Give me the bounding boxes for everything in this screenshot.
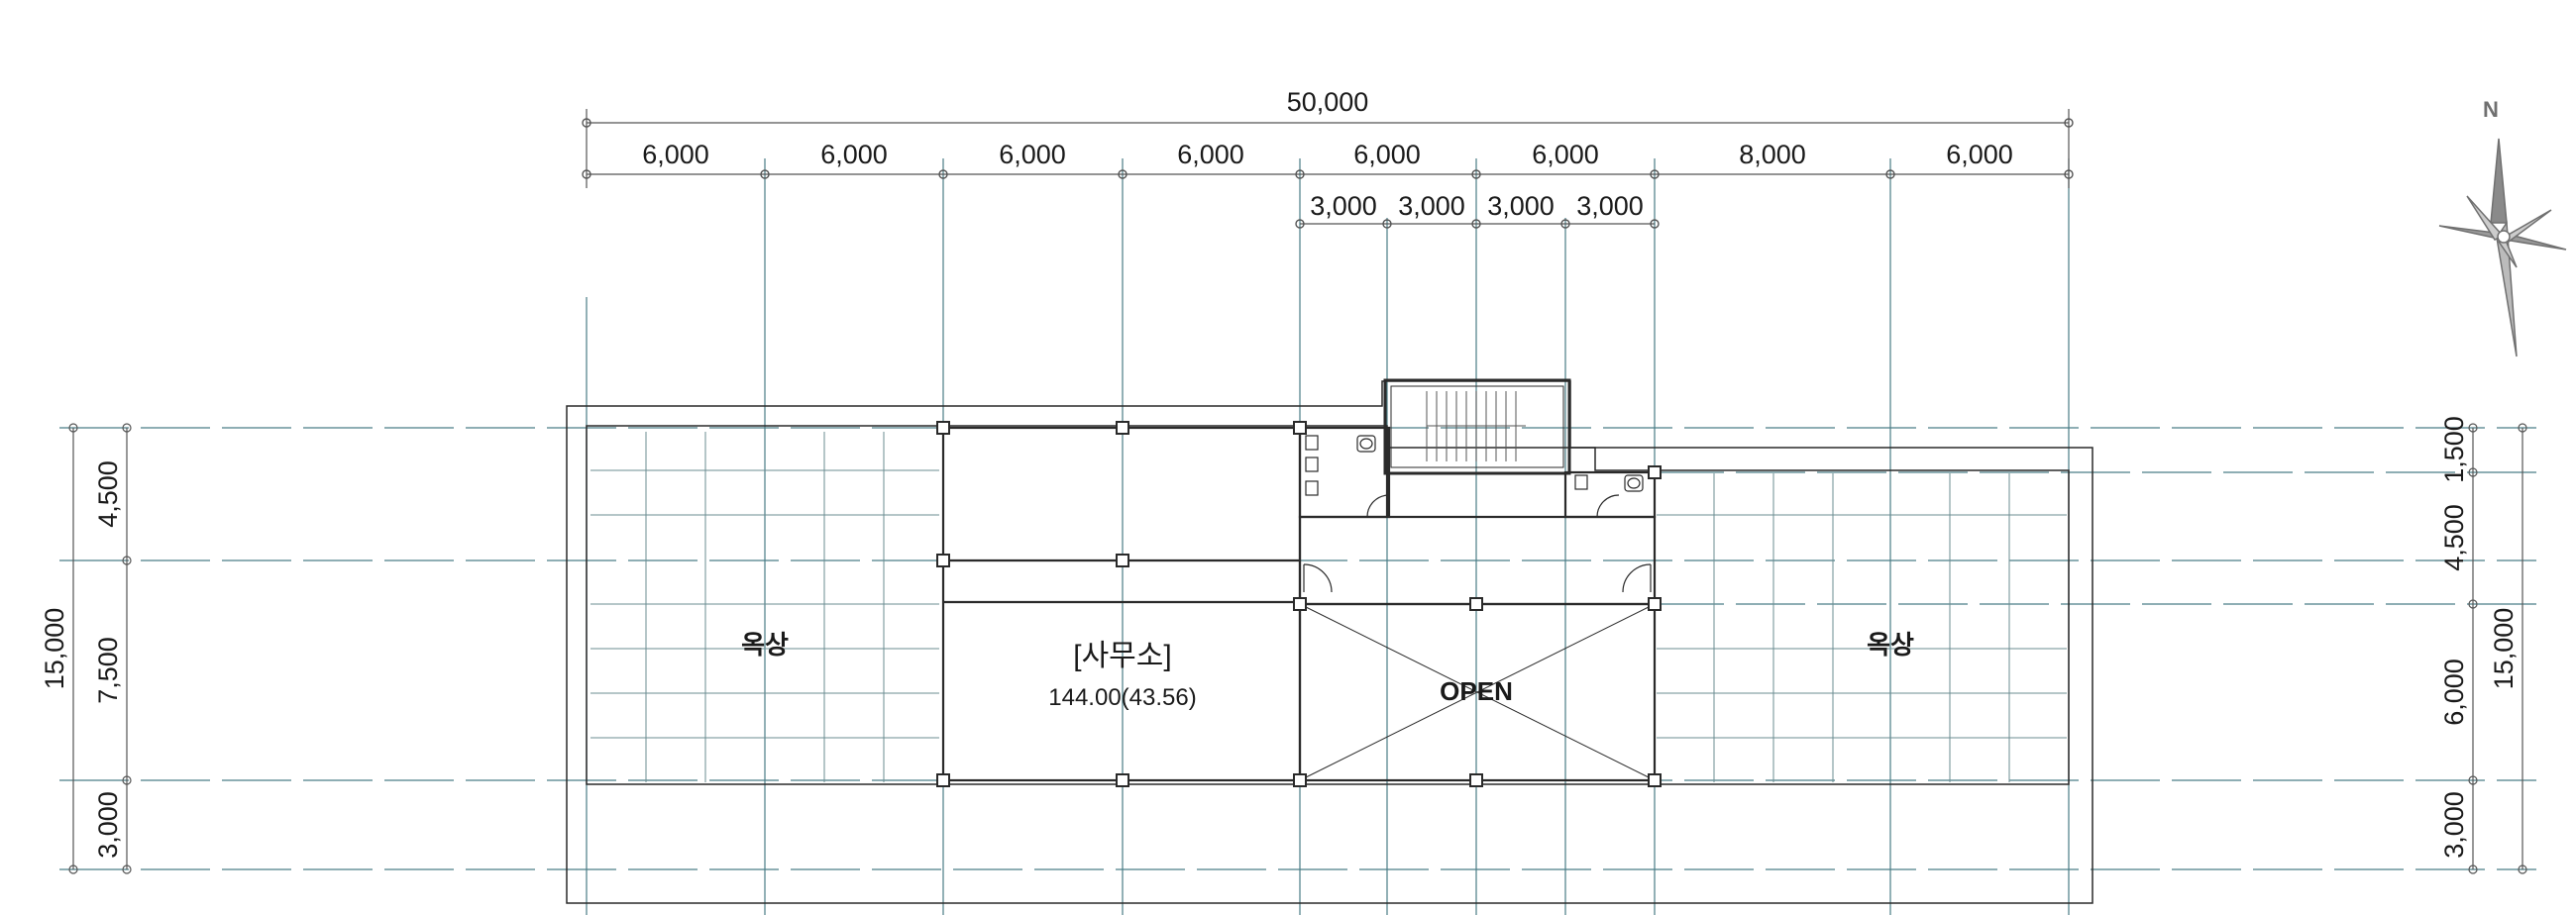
office-walls bbox=[941, 426, 1302, 782]
rooftop-left-grid bbox=[590, 432, 939, 782]
dim-left-2: 7,500 bbox=[93, 637, 123, 704]
north-arrow-icon bbox=[2438, 138, 2567, 357]
toilet-fixtures-right bbox=[1574, 474, 1644, 518]
grid-lines-horizontal bbox=[59, 427, 2536, 870]
rooftop-right-grid bbox=[1657, 473, 2067, 782]
grid-lines-vertical bbox=[586, 158, 2070, 915]
dim-sub-bay-3: 3,000 bbox=[1487, 191, 1555, 221]
dim-bay-2: 6,000 bbox=[820, 140, 888, 169]
columns bbox=[936, 421, 1662, 787]
dim-total-width: 50,000 bbox=[1287, 87, 1369, 117]
dim-left-total: 15,000 bbox=[40, 608, 69, 690]
dim-bay-8: 6,000 bbox=[1946, 140, 2013, 169]
doors bbox=[1303, 563, 1652, 593]
dim-sub-bay-2: 3,000 bbox=[1398, 191, 1465, 221]
dim-left-3: 3,000 bbox=[93, 791, 123, 859]
toilet-fixtures-left bbox=[1305, 435, 1390, 518]
dim-right-3: 6,000 bbox=[2439, 659, 2469, 726]
dimension-ticks-top bbox=[582, 118, 2074, 229]
dim-right-1: 1,500 bbox=[2439, 416, 2469, 483]
dim-left-1: 4,500 bbox=[93, 460, 123, 528]
dim-right-4: 3,000 bbox=[2439, 791, 2469, 859]
dim-sub-bay-1: 3,000 bbox=[1310, 191, 1377, 221]
dim-sub-bay-4: 3,000 bbox=[1576, 191, 1644, 221]
dim-right-total: 15,000 bbox=[2489, 608, 2519, 690]
dimension-lines-top bbox=[586, 109, 2070, 225]
dim-bay-1: 6,000 bbox=[642, 140, 709, 169]
building-outline bbox=[566, 380, 2093, 904]
office-area-label: 144.00(43.56) bbox=[1048, 684, 1196, 711]
rooftop-right-label: 옥상 bbox=[1867, 630, 1914, 660]
dim-bay-4: 6,000 bbox=[1177, 140, 1244, 169]
dim-right-2: 4,500 bbox=[2439, 504, 2469, 571]
compass-north-label: N bbox=[2483, 97, 2499, 122]
dimension-lines-left bbox=[68, 423, 132, 874]
core-walls bbox=[1298, 426, 1657, 606]
dim-bay-6: 6,000 bbox=[1532, 140, 1599, 169]
dim-bay-7: 8,000 bbox=[1739, 140, 1806, 169]
dim-bay-5: 6,000 bbox=[1353, 140, 1421, 169]
dim-bay-3: 6,000 bbox=[999, 140, 1066, 169]
open-area-label: OPEN bbox=[1440, 676, 1513, 706]
dimension-lines-right bbox=[2468, 423, 2527, 874]
office-name-label: [사무소] bbox=[1073, 640, 1171, 672]
stair-core bbox=[1383, 378, 1571, 475]
rooftop-left-label: 옥상 bbox=[741, 630, 789, 660]
